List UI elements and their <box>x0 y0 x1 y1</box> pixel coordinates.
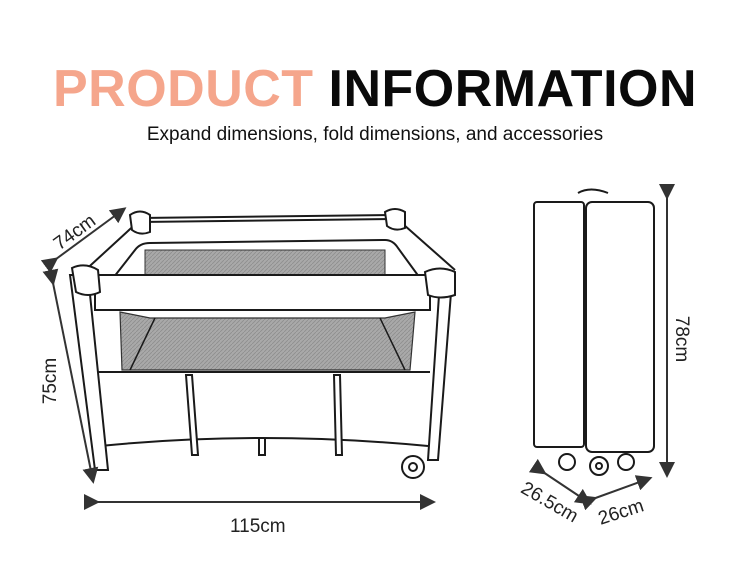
title-product: PRODUCT <box>52 60 314 118</box>
expanded-dimension-arrows <box>40 207 436 510</box>
page-subtitle: Expand dimensions, fold dimensions, and … <box>146 124 604 145</box>
expanded-crib-drawing <box>68 208 456 479</box>
folded-crib-drawing <box>533 188 655 476</box>
title-information: INFORMATION <box>328 60 698 118</box>
dimension-label-78cm: 78cm <box>671 315 693 363</box>
page-title: PRODUCT INFORMATION <box>0 58 750 120</box>
dimension-label-115cm: 115cm <box>230 516 286 537</box>
dimension-label-75cm: 75cm <box>40 357 62 405</box>
folded-dimension-arrows <box>528 184 675 511</box>
